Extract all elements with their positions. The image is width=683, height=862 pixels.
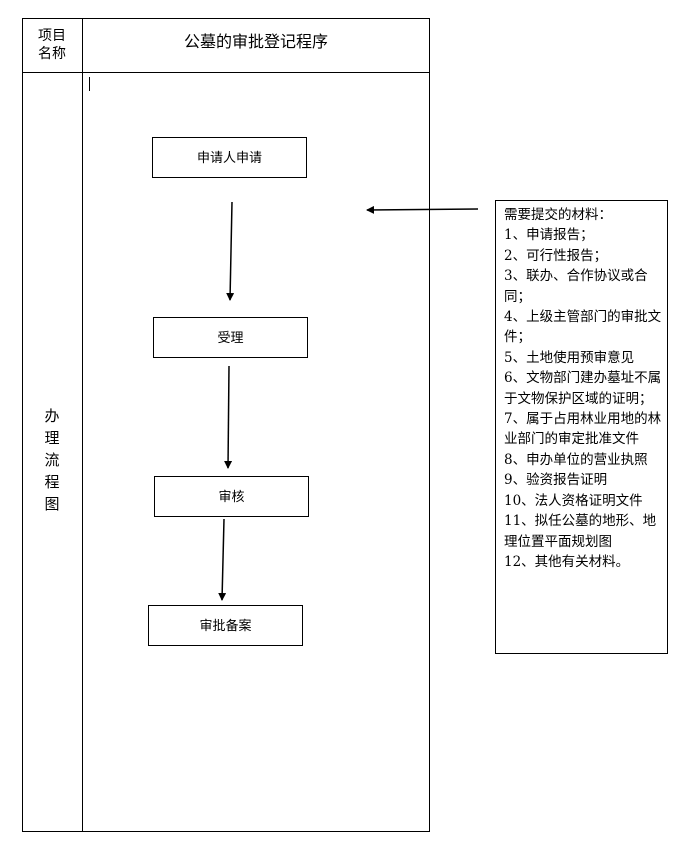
table-right-border <box>429 18 430 832</box>
item-name-line-2: 名称 <box>38 46 66 62</box>
table-top-border <box>22 18 430 19</box>
text-cursor <box>89 77 90 91</box>
arrow-apply-to-accept <box>226 201 235 301</box>
table-bottom-border <box>22 831 430 832</box>
header-bottom-border <box>22 72 430 73</box>
side-label-char: 办 <box>44 407 60 425</box>
material-item: 9、验资报告证明 <box>504 472 608 489</box>
material-item: 11、拟任公墓的地形、地理位置平面规划图 <box>504 513 657 550</box>
material-item: 12、其他有关材料。 <box>504 553 630 570</box>
material-item: 2、可行性报告； <box>504 247 608 264</box>
item-name-label: 项目 名称 <box>22 27 82 63</box>
flow-step-accept: 受理 <box>153 317 308 358</box>
label-column-divider <box>82 18 83 832</box>
arrow-materials-to-apply <box>366 205 479 214</box>
side-label-char: 流 <box>44 451 60 469</box>
materials-heading: 需要提交的材料： <box>504 207 612 223</box>
flow-step-approve-file: 审批备案 <box>148 605 303 646</box>
process-flowchart-label: 办 理 流 程 图 <box>22 405 82 515</box>
material-item: 1、申请报告； <box>504 227 594 244</box>
side-label-char: 理 <box>44 429 60 447</box>
material-item: 6、文物部门建办墓址不属于文物保护区域的证明； <box>504 370 662 407</box>
material-item: 4、上级主管部门的审批文件； <box>504 309 662 346</box>
side-label-char: 图 <box>44 495 60 513</box>
flow-step-apply: 申请人申请 <box>152 137 307 178</box>
required-materials-box: 需要提交的材料： 1、申请报告； 2、可行性报告； 3、联办、合作协议或合同； … <box>495 200 668 654</box>
material-item: 10、法人资格证明文件 <box>504 492 643 509</box>
material-item: 5、土地使用预审意见 <box>504 349 635 366</box>
material-item: 3、联办、合作协议或合同； <box>504 268 648 305</box>
page-title: 公墓的审批登记程序 <box>183 32 328 51</box>
arrow-review-to-approve <box>218 518 227 601</box>
flow-step-review: 审核 <box>154 476 309 517</box>
material-item: 8、申办单位的营业执照 <box>504 451 648 468</box>
side-label-char: 程 <box>44 473 60 491</box>
table-left-border <box>22 18 23 832</box>
item-name-line-1: 项目 <box>38 28 66 44</box>
material-item: 7、属于占用林业用地的林业部门的审定批准文件 <box>504 411 662 448</box>
arrow-accept-to-review <box>224 365 233 469</box>
